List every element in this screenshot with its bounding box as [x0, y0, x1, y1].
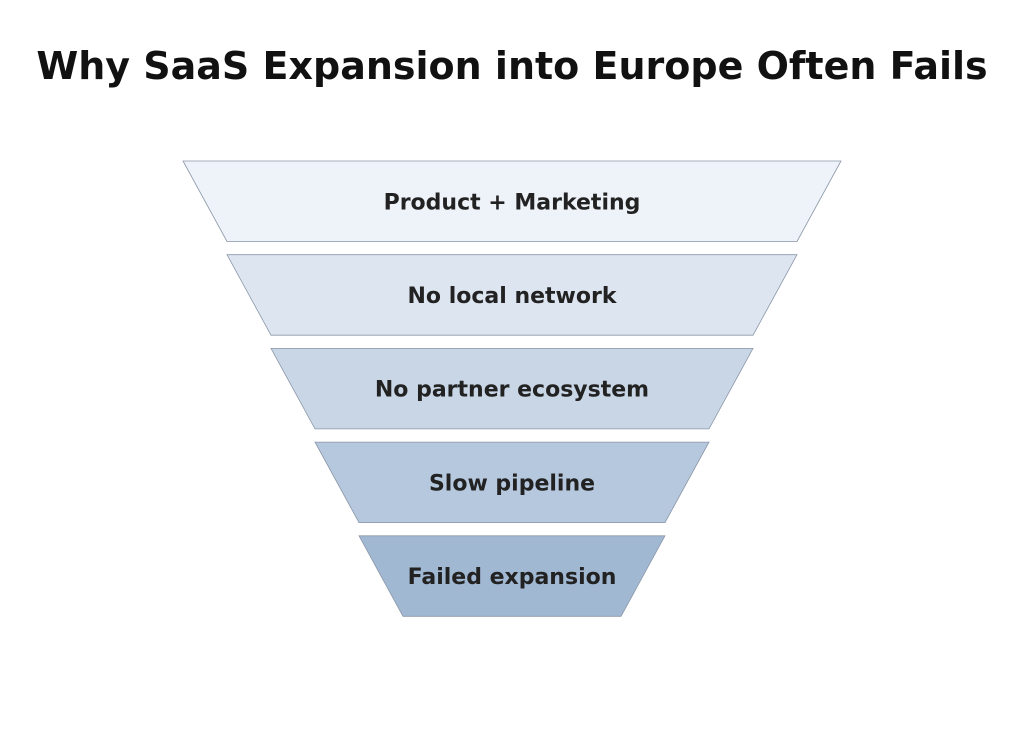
funnel-stage-label: Failed expansion: [408, 565, 617, 590]
funnel-stage: Slow pipeline: [314, 441, 710, 523]
funnel-stage-shape: [358, 535, 666, 617]
funnel-stage-shape: [270, 347, 754, 430]
funnel-stage-shape: [226, 254, 798, 336]
funnel-stage-label: No partner ecosystem: [375, 378, 649, 403]
funnel-stage-shape: [314, 441, 710, 523]
funnel-stage-label: No local network: [408, 284, 618, 309]
funnel-stage: Product + Marketing: [182, 160, 842, 242]
funnel-stage-shape: [182, 160, 842, 242]
funnel-stage: Failed expansion: [358, 535, 666, 617]
funnel-stage-label: Slow pipeline: [429, 471, 595, 496]
funnel-stage-label: Product + Marketing: [384, 190, 641, 215]
funnel-stage: No partner ecosystem: [270, 347, 754, 430]
funnel-stage: No local network: [226, 254, 798, 336]
diagram-title: Why SaaS Expansion into Europe Often Fai…: [36, 44, 988, 88]
